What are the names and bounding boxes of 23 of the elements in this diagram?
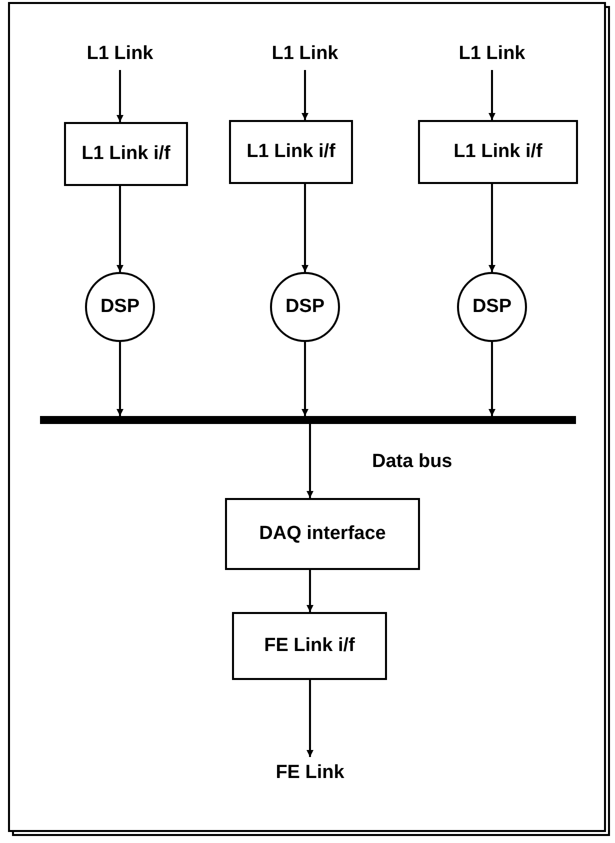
link-label: FE Link bbox=[255, 757, 365, 789]
link-label: L1 Link bbox=[255, 38, 355, 70]
link-label: L1 Link bbox=[442, 38, 542, 70]
arrow bbox=[306, 424, 314, 498]
arrow bbox=[116, 70, 124, 122]
arrow bbox=[302, 342, 308, 416]
arrow bbox=[306, 570, 314, 612]
process-box: DAQ interface bbox=[225, 498, 420, 570]
process-box: L1 Link i/f bbox=[64, 122, 188, 186]
arrow bbox=[488, 184, 496, 272]
arrow bbox=[116, 342, 124, 416]
process-box: L1 Link i/f bbox=[229, 120, 353, 184]
process-box: FE Link i/f bbox=[232, 612, 387, 680]
data-bus-bar bbox=[40, 416, 576, 424]
arrow bbox=[488, 70, 496, 120]
arrow bbox=[302, 184, 308, 272]
arrow bbox=[116, 186, 124, 272]
arrow bbox=[302, 70, 308, 120]
arrow bbox=[306, 680, 314, 757]
arrow bbox=[488, 342, 496, 416]
process-box: L1 Link i/f bbox=[418, 120, 578, 184]
link-label: L1 Link bbox=[70, 38, 170, 70]
bus-label: Data bus bbox=[372, 450, 452, 474]
